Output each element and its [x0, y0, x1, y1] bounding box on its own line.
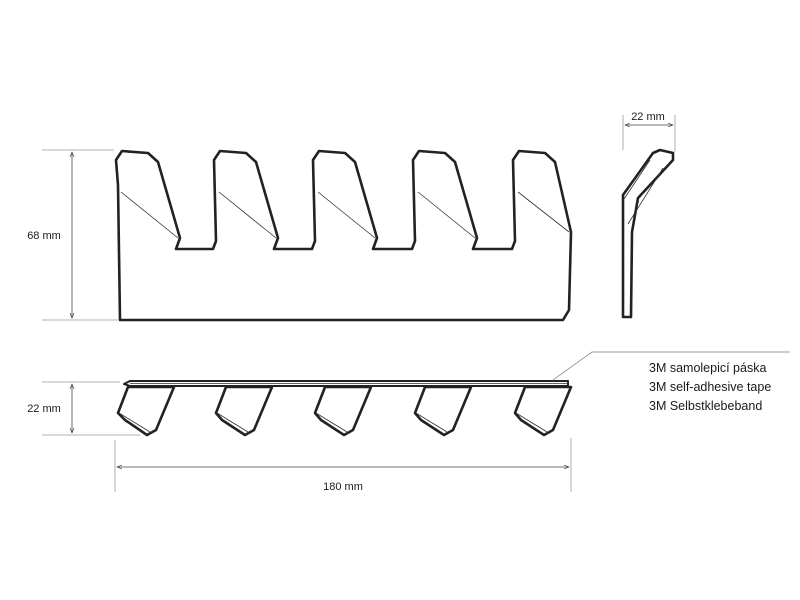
hook-5-edge: [517, 191, 570, 233]
top-hook-5: [513, 385, 573, 437]
top-hook-3: [313, 385, 373, 437]
front-view-outline: [114, 149, 573, 322]
top-hook-2: [214, 385, 274, 437]
side-depth-dimension: 22 mm: [622, 111, 676, 152]
top-depth-dimension: 22 mm: [27, 381, 140, 436]
tape-label-cs: 3M samolepicí páska: [649, 361, 766, 375]
top-hook-1: [116, 385, 176, 437]
height-dimension-label: 68 mm: [27, 230, 61, 242]
top-hook-4: [413, 385, 473, 437]
side-view-outline: [621, 148, 675, 319]
side-depth-label: 22 mm: [631, 111, 665, 123]
width-dimension: 180 mm: [114, 438, 572, 493]
hook-1-edge: [120, 191, 179, 239]
tape-leader: [552, 351, 790, 381]
top-view: [116, 380, 573, 437]
width-dimension-label: 180 mm: [323, 481, 363, 493]
hook-4-edge: [417, 191, 476, 239]
tape-label-de: 3M Selbstklebeband: [649, 399, 762, 413]
height-dimension: 68 mm: [27, 149, 118, 321]
tape-label-en: 3M self-adhesive tape: [649, 380, 771, 394]
tape-labels: 3M samolepicí páska 3M self-adhesive tap…: [649, 361, 771, 413]
top-depth-label: 22 mm: [27, 403, 61, 415]
front-view: [114, 149, 573, 322]
side-view: [621, 148, 675, 319]
hook-2-edge: [218, 191, 277, 239]
hook-3-edge: [317, 191, 376, 239]
